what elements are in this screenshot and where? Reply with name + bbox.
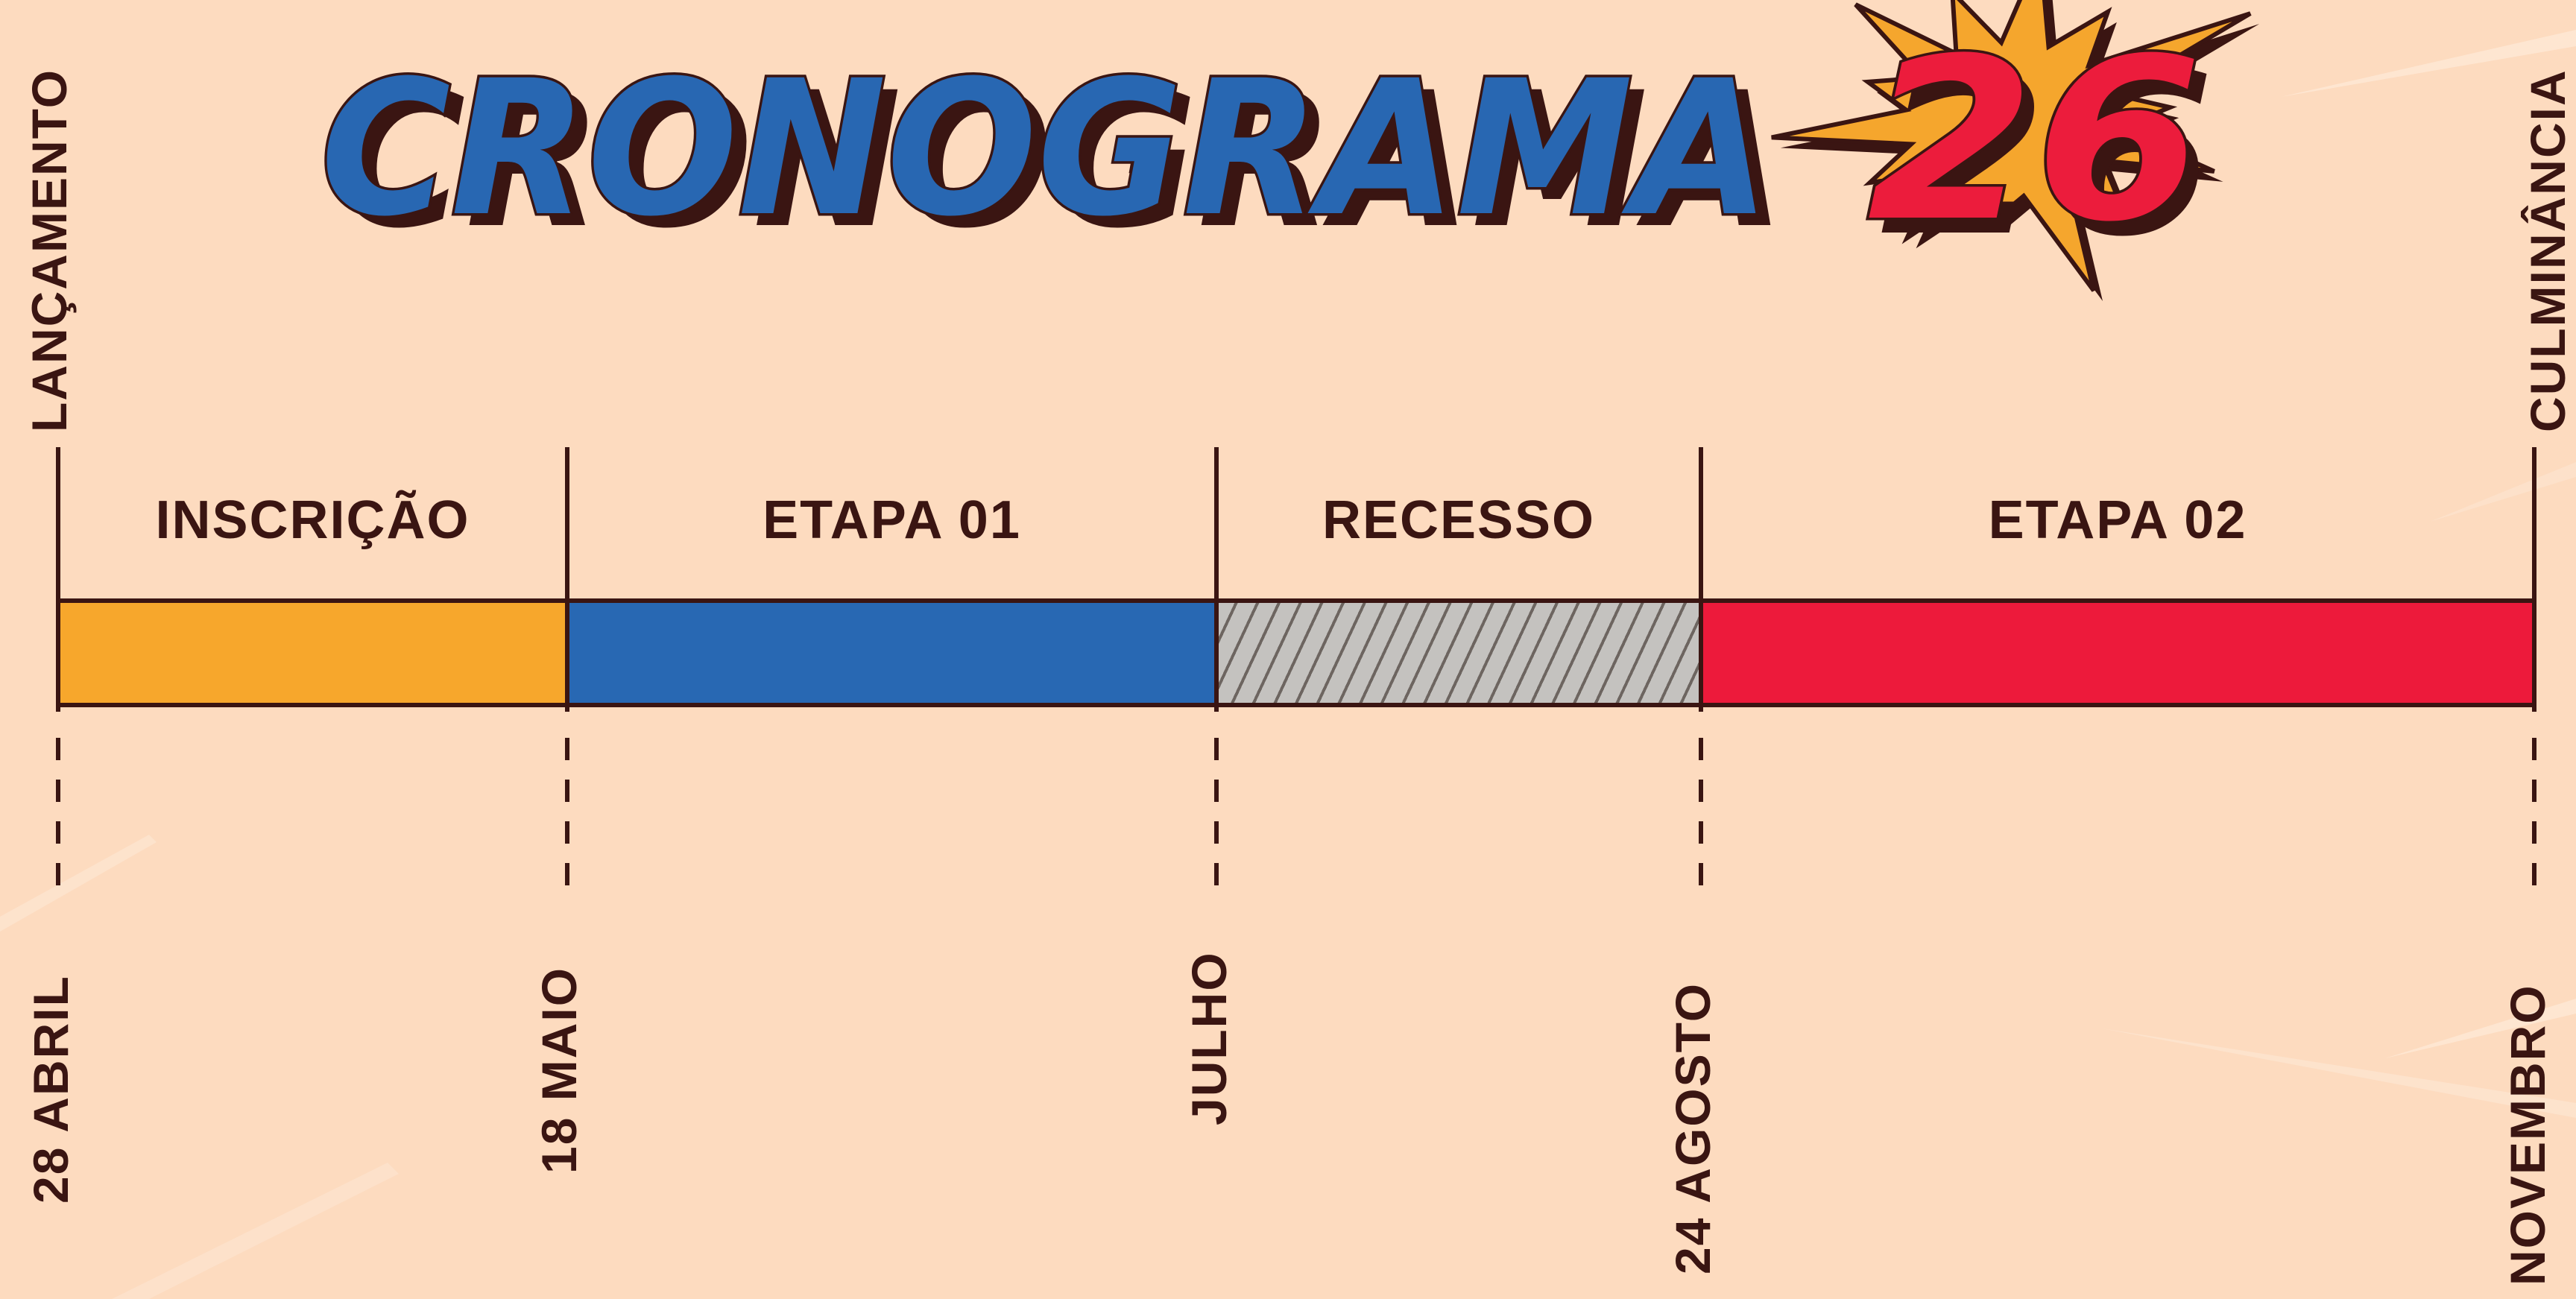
phase-bar-recesso: [1216, 598, 1701, 707]
milestone-tick-2: [565, 447, 569, 712]
milestone-tick-5: [2532, 447, 2536, 712]
title-number: 26: [1867, 10, 2203, 271]
date-label-julho: JULHO: [1181, 951, 1237, 1125]
milestone-tick-3: [1214, 447, 1219, 712]
title-number-shadow: 26: [1880, 25, 2215, 285]
title-graphic: CRONOGRAMA CRONOGRAMA 26 26: [318, 0, 2260, 301]
title-block: CRONOGRAMA CRONOGRAMA 26 26: [0, 0, 2576, 343]
page-title-shadow: CRONOGRAMA: [335, 52, 1785, 269]
phase-label-etapa-02: ETAPA 02: [1988, 490, 2247, 550]
date-connector-5: [2532, 738, 2536, 887]
date-connector-2: [565, 738, 569, 887]
date-connector-4: [1699, 738, 1703, 887]
date-label-18-maio: 18 MAIO: [531, 966, 587, 1174]
date-label-28-abril: 28 ABRIL: [23, 975, 78, 1204]
milestone-tick-4: [1699, 447, 1703, 712]
comic-starburst-icon: [1771, 0, 2260, 301]
phase-label-etapa-01: ETAPA 01: [763, 490, 1021, 550]
phase-label-inscricao: INSCRIÇÃO: [155, 490, 470, 550]
phase-bar-inscricao: [58, 598, 567, 707]
phase-bar-etapa-02: [1701, 598, 2534, 707]
date-label-24-agosto: 24 AGOSTO: [1665, 982, 1720, 1274]
end-milestone-label: CULMINÂNCIA: [2520, 69, 2575, 432]
phase-bar-etapa-01: [567, 598, 1216, 707]
phase-label-recesso: RECESSO: [1322, 490, 1596, 550]
date-connector-1: [56, 738, 60, 887]
date-label-novembro: NOVEMBRO: [2500, 984, 2555, 1286]
milestone-tick-1: [56, 447, 60, 712]
start-milestone-label: LANÇAMENTO: [22, 68, 77, 432]
page-title: CRONOGRAMA: [321, 40, 1770, 257]
date-connector-3: [1214, 738, 1219, 887]
